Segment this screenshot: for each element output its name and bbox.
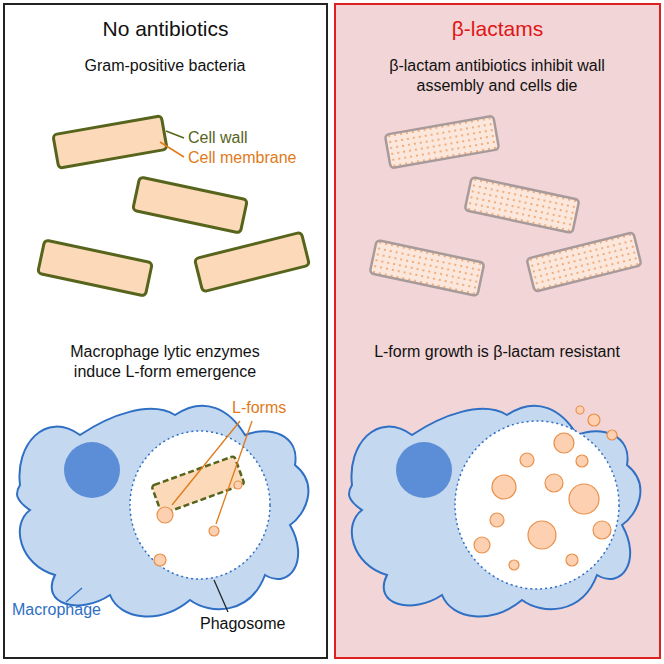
leader-line	[66, 588, 82, 602]
panel-title: No antibiotics	[5, 17, 326, 41]
macrophage	[349, 406, 640, 617]
dying-bacteria	[370, 116, 642, 296]
leader-line	[160, 142, 184, 157]
panel-ground	[334, 3, 661, 659]
label: Gram-positive bacteria	[15, 56, 315, 76]
leader-line	[216, 421, 252, 524]
label: Phagosome	[200, 614, 285, 634]
leader-line	[172, 421, 240, 505]
label: Macrophage lytic enzymes induce L-form e…	[55, 342, 275, 382]
label: β-lactam antibiotics inhibit wall assemb…	[388, 56, 606, 96]
label: Macrophage	[12, 600, 101, 620]
panel-title: β-lactams	[336, 17, 659, 41]
label: L-forms	[232, 398, 286, 418]
leader-line	[214, 580, 228, 612]
label: Cell wall	[188, 128, 248, 148]
label: L-form growth is β-lactam resistant	[342, 342, 652, 362]
macrophage	[17, 406, 308, 617]
leader-line	[166, 131, 184, 138]
label: Cell membrane	[188, 148, 296, 168]
panel: No antibiotics	[3, 3, 328, 659]
bacteria	[38, 116, 310, 296]
panel: β-lactams	[334, 3, 661, 659]
